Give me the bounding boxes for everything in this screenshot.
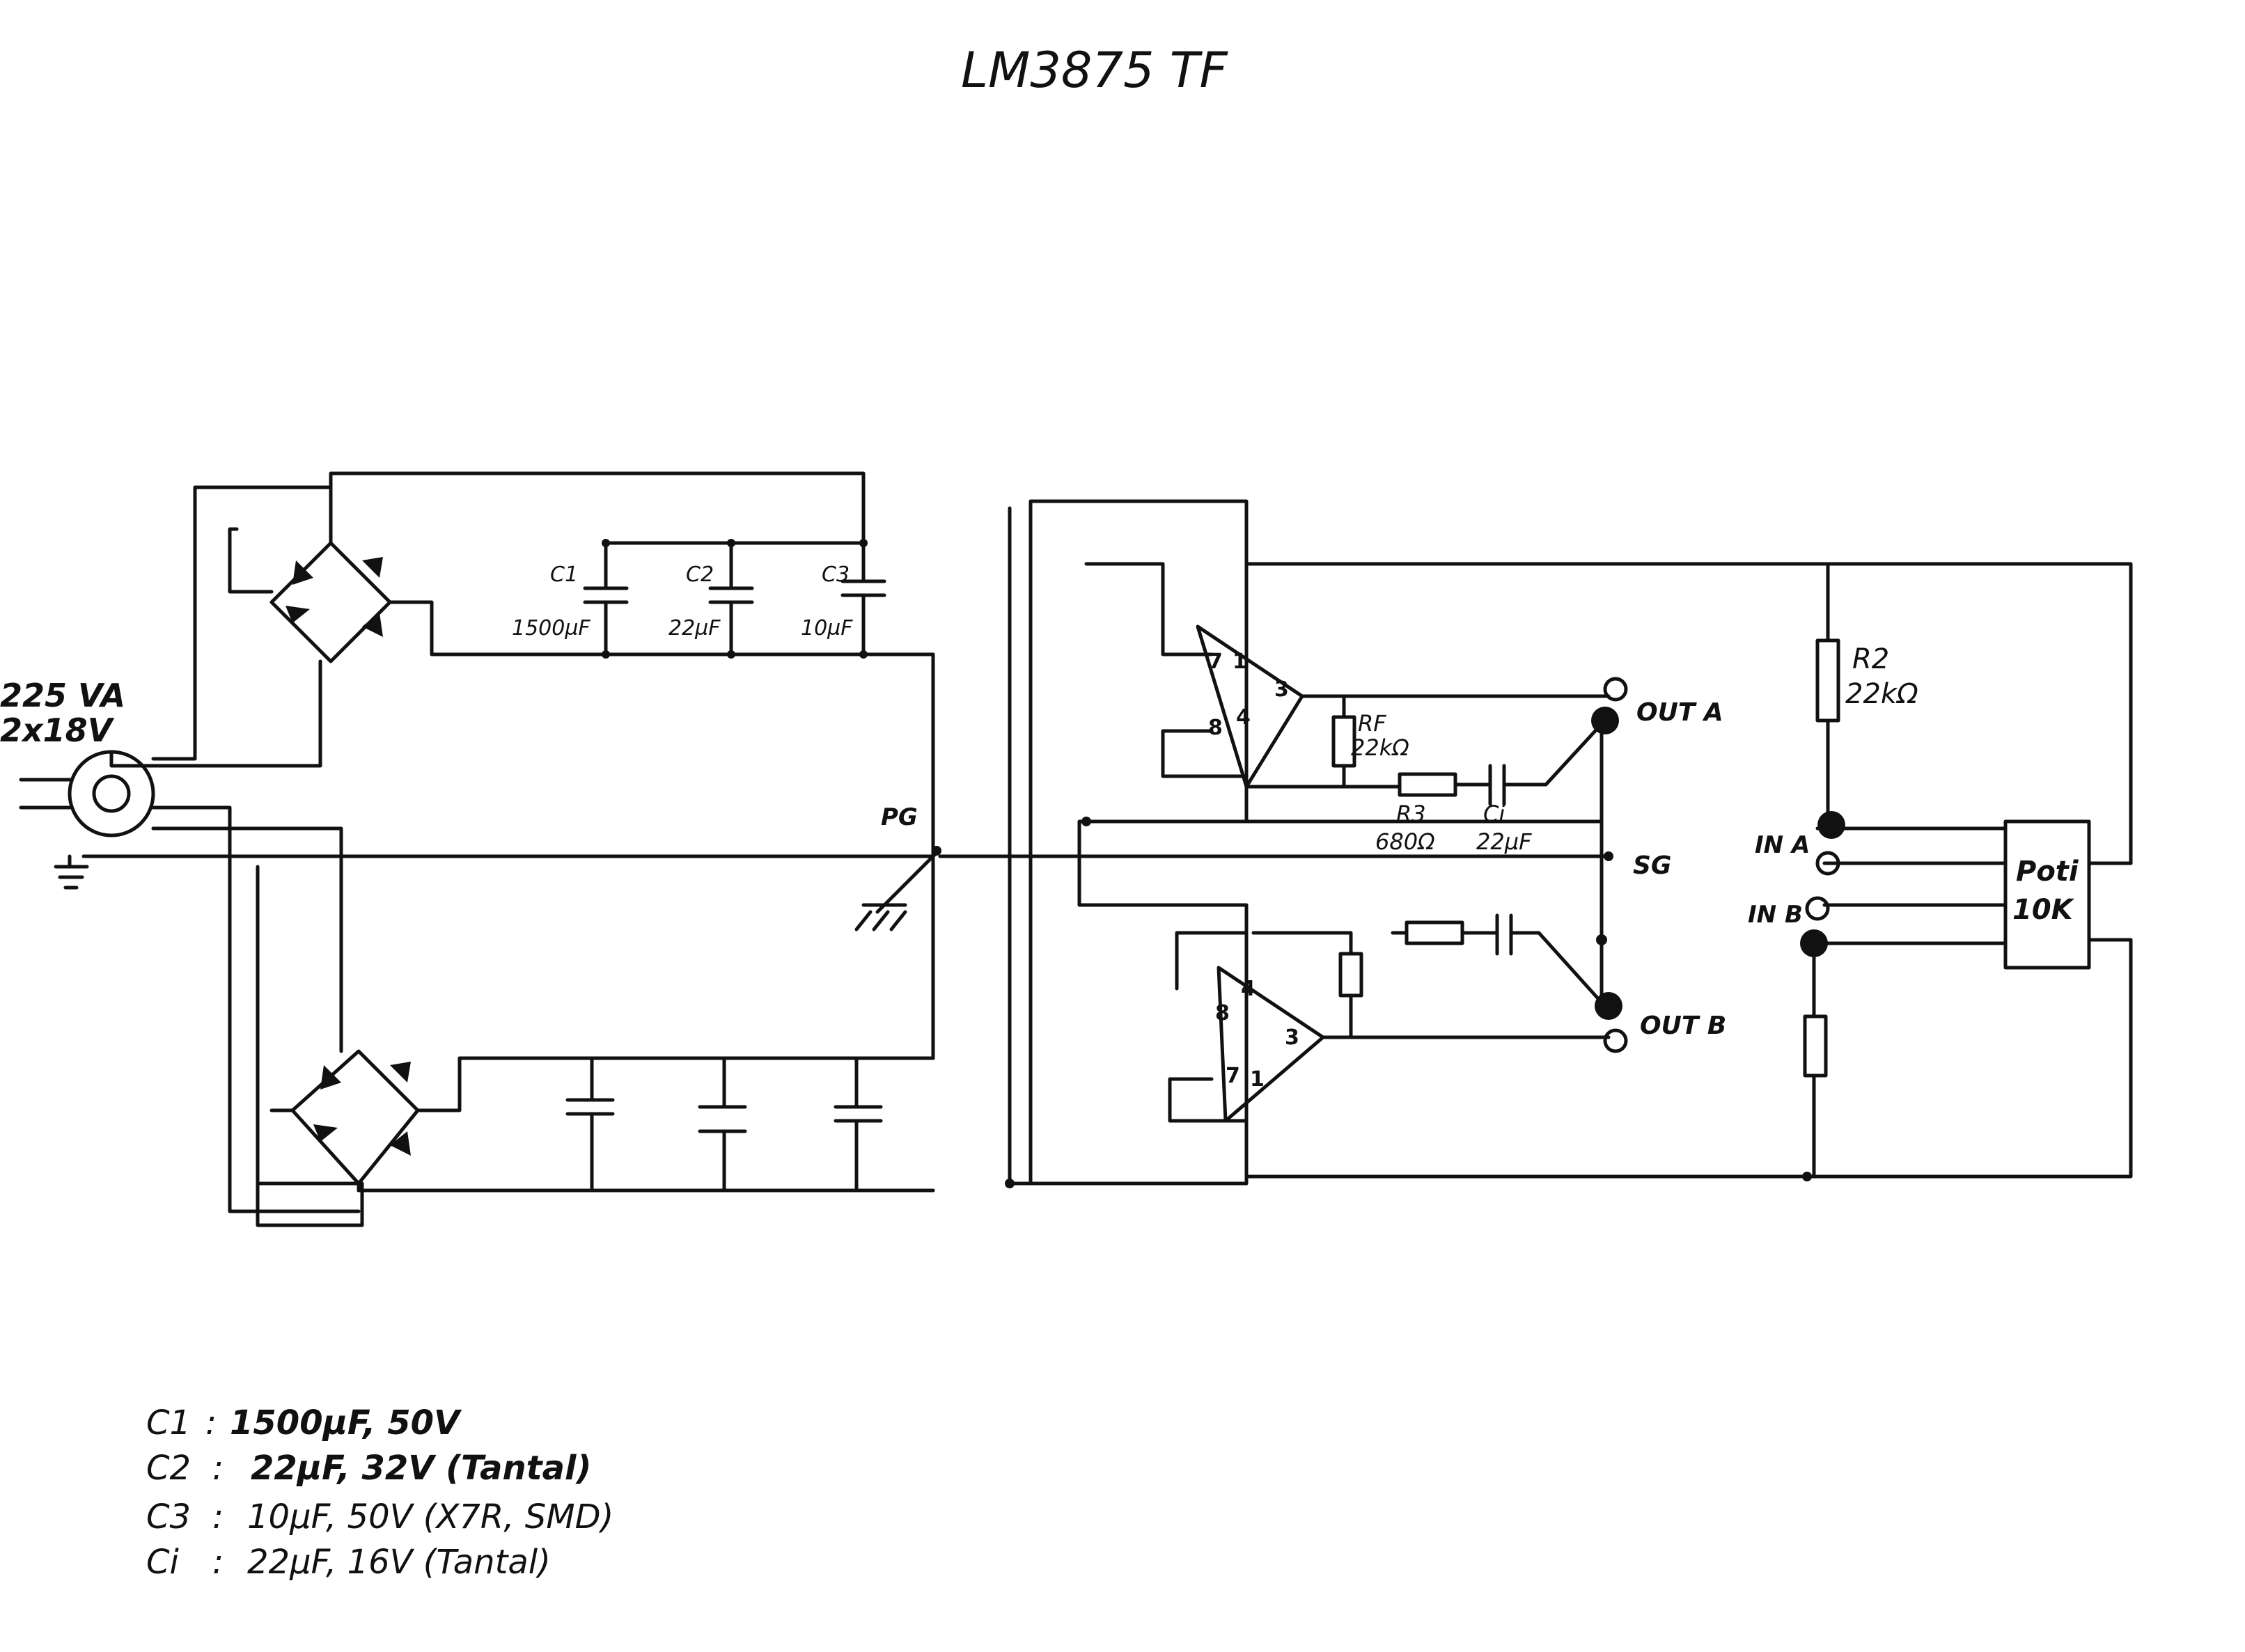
note-c2-spec: 22µF, 32V (Tantal) <box>251 1449 591 1488</box>
earth-symbol <box>54 854 89 890</box>
poti-block: Poti 10K <box>2003 819 2133 970</box>
r2-value: 22kΩ <box>1845 678 1918 710</box>
in-a-label: IN A <box>1755 831 1810 859</box>
ci-value: 22µF <box>1476 828 1532 855</box>
opamp-b-pin-7: 7 <box>1226 1064 1240 1088</box>
c1-name: C1 <box>550 563 578 587</box>
opamp-a-pin-4: 4 <box>1236 705 1251 730</box>
capacitor-c3: C3 10µF <box>801 539 886 659</box>
note-ci-spec: 22µF, 16V (Tantal) <box>247 1543 551 1582</box>
note-c3-sep: : <box>212 1497 224 1536</box>
out-b-label: OUT B <box>1640 1012 1726 1040</box>
transformer-rating: 225 VA <box>0 677 125 714</box>
bridge-rectifier-bottom <box>290 1049 420 1186</box>
wire-left-rail <box>1008 506 1033 1186</box>
opamp-a: 7 1 8 4 3 <box>1196 624 1304 789</box>
wire-amp-supply <box>1028 499 2133 1186</box>
power-ground-label: PG <box>881 803 918 831</box>
c1-value: 1500µF <box>512 616 590 640</box>
out-a-label: OUT A <box>1636 698 1723 727</box>
output-bus: OUT A OUT B SG <box>938 677 1726 1053</box>
poti-line1: Poti <box>2016 856 2079 888</box>
capacitor-c1: C1 1500µF <box>512 539 629 659</box>
opamp-b-pin-3: 3 <box>1285 1025 1299 1050</box>
capacitor-c2: C2 22µF <box>668 539 754 659</box>
note-c3-spec: 10µF, 50V (X7R, SMD) <box>247 1497 613 1536</box>
opamp-a-pin-1: 1 <box>1233 650 1247 674</box>
c3-value: 10µF <box>801 616 853 640</box>
opamp-b-pin-8: 8 <box>1215 1001 1230 1025</box>
note-c3-name: C3 <box>146 1497 191 1536</box>
note-c1-sep: : <box>205 1403 217 1442</box>
bridge-rectifier-top <box>269 541 392 663</box>
note-c1-name: C1 <box>146 1403 191 1442</box>
power-ground-symbol: PG <box>854 803 941 931</box>
note-c1-spec: 1500µF, 50V <box>230 1403 462 1442</box>
schematic-title: LM3875 TF <box>961 42 1229 99</box>
c2-name: C2 <box>686 563 714 587</box>
wire-ground-rail <box>81 652 935 1060</box>
opamp-b: 8 4 3 7 1 <box>1215 966 1325 1123</box>
input-section: R2 22kΩ IN A IN B <box>1748 562 2008 1181</box>
transformer: 225 VA 2x18V <box>0 677 155 837</box>
capacitors-bottom <box>357 1056 935 1193</box>
note-ci-name: Ci <box>146 1543 180 1582</box>
c2-value: 22µF <box>668 616 721 640</box>
r2-name: R2 <box>1852 643 1889 675</box>
r3-value: 680Ω <box>1375 828 1435 855</box>
note-c2-sep: : <box>212 1449 224 1488</box>
feedback-network-b <box>1251 913 1611 1039</box>
wire-transformer-bottom <box>151 805 935 1227</box>
rf-name: RF <box>1358 710 1386 737</box>
opamp-a-pin-7: 7 <box>1208 650 1223 674</box>
c3-name: C3 <box>822 563 850 587</box>
opamp-b-pin-4: 4 <box>1241 977 1256 1001</box>
opamp-a-pin-8: 8 <box>1208 716 1223 740</box>
transformer-voltage: 2x18V <box>0 711 115 749</box>
component-notes: C1 : 1500µF, 50V C2 : 22µF, 32V (Tantal)… <box>146 1403 613 1582</box>
opamp-b-pin-1: 1 <box>1250 1067 1265 1092</box>
wire-cap-rails-top <box>430 541 935 656</box>
signal-ground-label: SG <box>1633 851 1671 880</box>
rf-value: 22kΩ <box>1351 734 1409 761</box>
note-ci-sep: : <box>212 1543 224 1582</box>
note-c2-name: C2 <box>146 1449 191 1488</box>
opamp-a-pin-3: 3 <box>1274 677 1289 702</box>
poti-line2: 10K <box>2012 894 2075 926</box>
wire-transformer-top <box>109 471 866 768</box>
in-b-label: IN B <box>1748 901 1803 929</box>
feedback-network-a: RF 22kΩ R3 680Ω Ci 22µF <box>1244 694 1611 855</box>
